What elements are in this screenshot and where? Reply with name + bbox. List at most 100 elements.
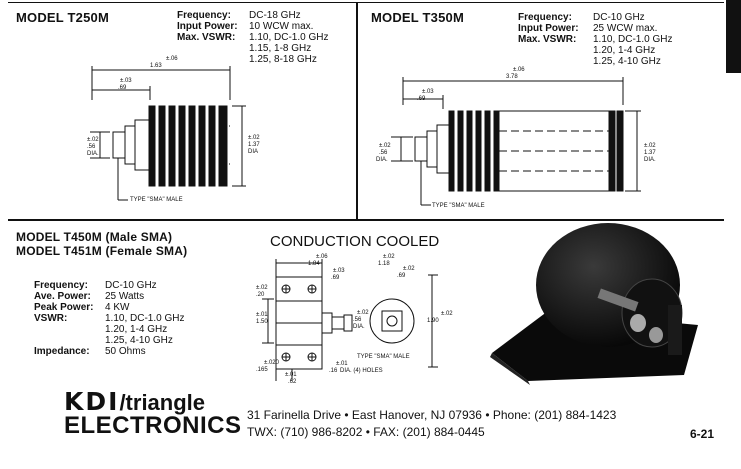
spec-value: 1.25, 8-18 GHz [249, 54, 317, 65]
t250m-dim-tol-right: ±.02 [248, 135, 260, 141]
spec-label: Peak Power: [34, 302, 94, 313]
t250m-title: MODEL T250M [16, 10, 109, 25]
t450m-dim-23: .16 [329, 368, 338, 374]
spec-value: 25 WCW max. [593, 23, 658, 34]
spec-value: 50 Ohms [105, 346, 146, 357]
t450m-dim-19: .165 [256, 367, 268, 373]
spec-label: VSWR: [34, 313, 68, 324]
kdi-logo: KDI /triangle [64, 387, 205, 416]
page-number: 6-21 [690, 427, 715, 441]
t350m-dim-tol-top: ±.06 [513, 67, 525, 73]
t450m-dim-12: 1.50 [256, 319, 268, 325]
t250m-dim-len-conn: .69 [118, 85, 127, 91]
t450m-dim-13: ±.02 [357, 310, 369, 316]
spec-label [34, 335, 105, 346]
spec-value: 25 Watts [105, 291, 145, 302]
t450m-dim-11: ±.01 [256, 312, 268, 318]
t350m-dim-tol-left: ±.02 [379, 143, 391, 149]
spec-label: Ave. Power: [34, 291, 91, 302]
t450m-dim-3: ±.03 [333, 268, 345, 274]
electronics-logo-text: ELECTRONICS [64, 412, 242, 439]
t350m-title: MODEL T350M [371, 10, 464, 25]
spec-value: 10 WCW max. [249, 21, 314, 32]
t450m-specs: Frequency:DC-10 GHz Ave. Power:25 Watts … [34, 280, 184, 357]
t450m-dim-1: ±.06 [316, 254, 328, 260]
spec-label [518, 56, 593, 67]
t350m-drawing [391, 77, 641, 206]
t350m-dim-tol-right: ±.02 [644, 143, 656, 149]
t350m-connector-label: TYPE "SMA" MALE [432, 203, 485, 209]
spec-label [518, 45, 593, 56]
spec-value: 1.15, 1-8 GHz [249, 43, 312, 54]
top-section-top-rule-right [358, 2, 724, 3]
spec-value: 1.10, DC-1.0 GHz [105, 313, 185, 324]
t450m-conduction-cooled-heading: CONDUCTION COOLED [270, 233, 440, 250]
t450m-connector-label: TYPE "SMA" MALE [357, 354, 410, 360]
t450m-dim-16: ±.02 [441, 311, 453, 317]
t450m-dim-2: 1.84 [308, 261, 320, 267]
t450m-dim-18: ±.020 [264, 360, 279, 366]
t350m-dim-dia-left-lbl: DIA. [376, 157, 388, 163]
t250m-connector-label: TYPE "SMA" MALE [130, 197, 183, 203]
t450m-dim-14: .56 [353, 317, 362, 323]
t450m-dim-21: .62 [288, 379, 297, 385]
t450m-dim-8: .69 [397, 273, 406, 279]
spec-value: 4 KW [105, 302, 130, 313]
t450m-dim-20: ±.01 [285, 372, 297, 378]
spec-value: DC-10 GHz [105, 280, 157, 291]
spec-label: Frequency: [34, 280, 88, 291]
t250m-dim-dia-left-lbl: DIA. [87, 151, 99, 157]
t450m-dim-15: DIA. [353, 324, 365, 330]
t450m-dim-10: .20 [256, 292, 265, 298]
spec-value: DC-10 GHz [593, 12, 645, 23]
twx-fax-line: TWX: (710) 986-8202 • FAX: (201) 884-044… [247, 425, 485, 439]
page-edge-tab [726, 0, 741, 73]
t451m-title: MODEL T451M (Female SMA) [16, 244, 188, 258]
t350m-dim-len-conn: .69 [417, 96, 426, 102]
t250m-dim-dia-left: .56 [87, 144, 96, 150]
spec-value: DC-18 GHz [249, 10, 301, 21]
t450m-dim-4: .69 [331, 275, 340, 281]
t450m-dim-5: ±.02 [383, 254, 395, 260]
kdi-logo-text: KDI [64, 387, 120, 416]
t350m-dim-len-top: 3.78 [506, 74, 518, 80]
t250m-drawing [90, 66, 246, 201]
t450m-drawing [262, 259, 438, 381]
t450m-dim-9: ±.02 [256, 285, 268, 291]
address-line: 31 Farinella Drive • East Hanover, NJ 07… [247, 408, 617, 422]
spec-label: Input Power: [177, 21, 238, 32]
top-section-top-rule-left [8, 2, 356, 3]
spec-label [34, 324, 105, 335]
t350m-dim-tol-conn: ±.03 [422, 89, 434, 95]
t250m-dim-tol-conn: ±.03 [120, 78, 132, 84]
t250m-dim-tol-top: ±.06 [166, 56, 178, 62]
spec-value: 1.10, DC-1.0 GHz [249, 32, 329, 43]
spec-value: 1.10, DC-1.0 GHz [593, 34, 673, 45]
t250m-specs: Frequency: DC-18 GHz Input Power: 10 WCW m… [177, 10, 328, 65]
spec-label: Frequency: [177, 10, 231, 21]
t450m-dim-6: 1.18 [378, 261, 390, 267]
t350m-dim-dia-left: .56 [379, 150, 388, 156]
t250m-dim-tol-left: ±.02 [87, 137, 99, 143]
spec-label: Input Power: [518, 23, 579, 34]
spec-label: Impedance: [34, 346, 90, 357]
t350m-specs: Frequency: DC-10 GHz Input Power: 25 WCW m… [518, 12, 672, 67]
top-section-bottom-rule [8, 219, 724, 221]
t350m-dim-dia-right: 1.37 [644, 150, 656, 156]
t450m-title: MODEL T450M (Male SMA) [16, 230, 173, 244]
t450m-dim-22: ±.01 [336, 361, 348, 367]
spec-label: Frequency: [518, 12, 572, 23]
spec-label [177, 43, 249, 54]
top-section-middle-rule [356, 2, 358, 219]
t250m-dim-dia-right-lbl: DIA [248, 149, 259, 155]
spec-value: 1.20, 1-4 GHz [105, 324, 168, 335]
t250m-dim-dia-right: 1.37 [248, 142, 260, 148]
t450m-product-photo [490, 223, 698, 385]
t350m-dim-dia-right-lbl: DIA. [644, 157, 656, 163]
spec-value: 1.25, 4-10 GHz [105, 335, 173, 346]
spec-label: Max. VSWR: [518, 34, 577, 45]
triangle-logo-text: /triangle [119, 390, 206, 415]
spec-value: 1.25, 4-10 GHz [593, 56, 661, 67]
spec-label: Max. VSWR: [177, 32, 236, 43]
t250m-dim-len-top: 1.63 [150, 63, 162, 69]
